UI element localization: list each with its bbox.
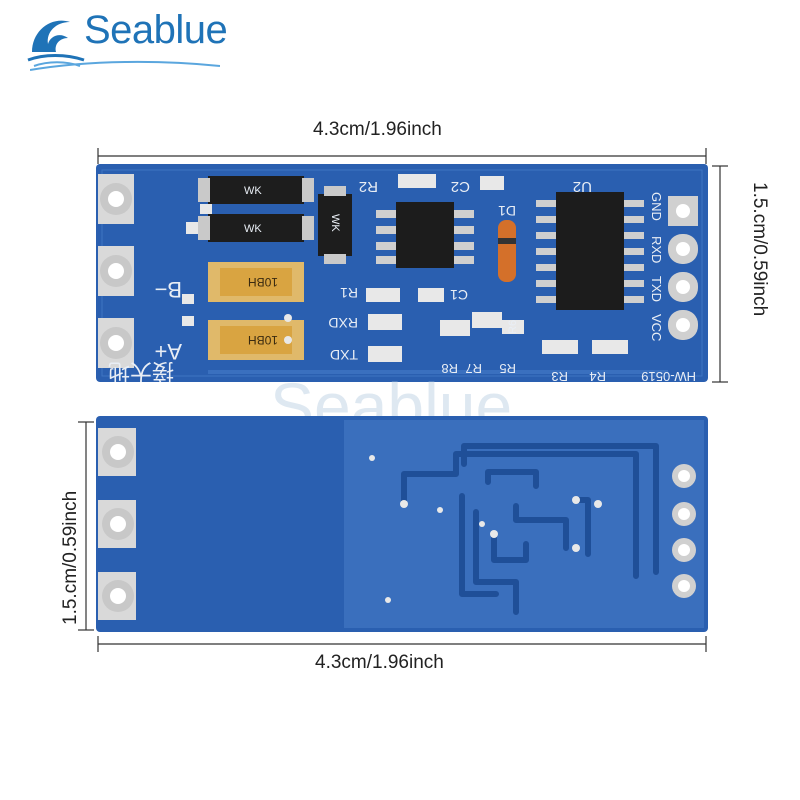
header-pins-back	[672, 464, 696, 598]
terminal-holes-back	[98, 428, 136, 620]
silk-vcc: VCC	[649, 314, 664, 341]
silk-r1: R1	[340, 285, 358, 301]
silk-u2: U2	[573, 178, 592, 195]
silk-r5: R5	[499, 361, 516, 376]
silk-r4: R4	[589, 369, 606, 382]
silk-txd: TXD	[330, 347, 358, 363]
silk-r8: R8	[441, 361, 458, 376]
dimension-top-label: 4.3cm/1.96inch	[313, 119, 442, 140]
terminal-holes-left	[98, 174, 134, 368]
silk-r3: R3	[551, 369, 568, 382]
silk-tvs-b: WK	[244, 223, 262, 235]
silk-rxd: RXD	[328, 315, 358, 331]
silk-model: HW-0519	[641, 369, 696, 382]
brand-swoosh	[30, 60, 220, 71]
silk-a-plus: A+	[154, 339, 182, 364]
header-pins-right	[668, 196, 698, 340]
dimension-bottom-label: 4.3cm/1.96inch	[315, 652, 444, 673]
dimension-right-label: 1.5.cm/0.59inch	[749, 182, 770, 317]
silk-rxd-pin: RXD	[649, 236, 664, 263]
silk-gnd: GND	[649, 192, 664, 221]
silk-r6: R6	[507, 320, 519, 334]
brand-name: Seablue	[84, 8, 228, 52]
dimension-left-label: 1.5.cm/0.59inch	[60, 490, 81, 625]
pcb-back	[96, 416, 708, 632]
silk-fuse-a: 10BH	[248, 275, 278, 289]
silk-tvs-a: WK	[244, 185, 262, 197]
silk-c2: C2	[451, 178, 470, 195]
pcb-front: 接大地 B− A+ R2 C2 U2 D1 R1 C1 RXD TXD R8 R…	[96, 164, 708, 382]
silk-r7: R7	[465, 361, 482, 376]
silk-fuse-b: 10BH	[248, 333, 278, 347]
silk-c1: C1	[450, 287, 468, 303]
silk-chinese: 接大地	[108, 359, 174, 382]
silk-txd-pin: TXD	[649, 276, 664, 302]
silk-r2: R2	[359, 178, 378, 195]
silk-tvs-c: WK	[329, 214, 341, 232]
silk-d1: D1	[498, 203, 516, 219]
silk-b-minus: B−	[154, 277, 182, 302]
